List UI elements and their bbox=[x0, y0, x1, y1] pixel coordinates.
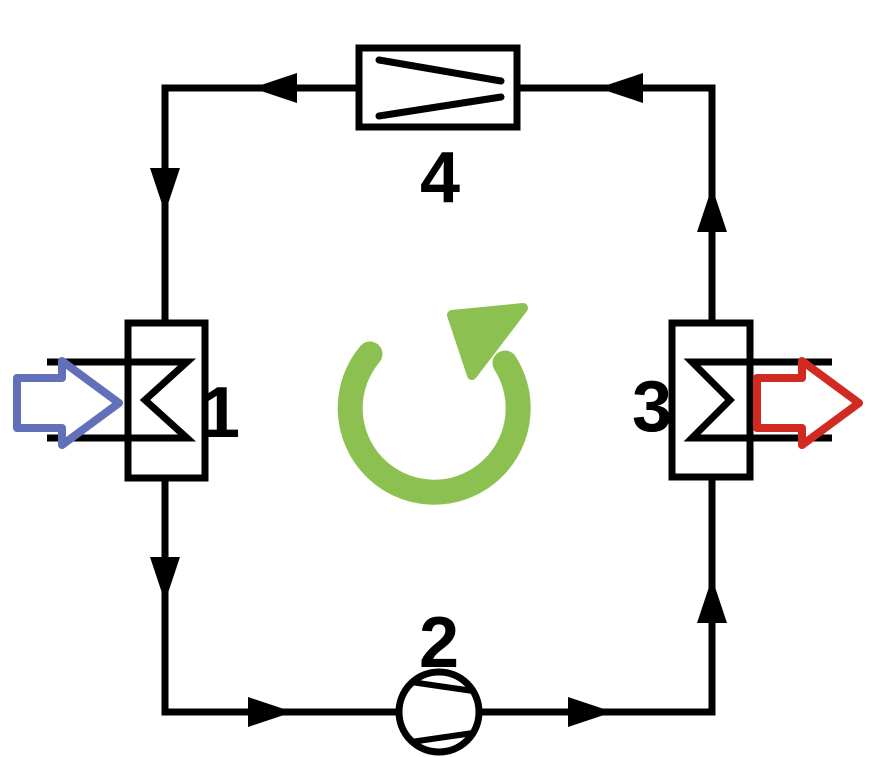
expansion-device-lower-vane-icon bbox=[375, 93, 505, 120]
heat-exchanger-left-box bbox=[124, 319, 209, 482]
heat-exchanger-right-coil-icon bbox=[683, 358, 832, 442]
cycle-arrow-arc bbox=[337, 341, 531, 505]
expansion-device-symbol bbox=[355, 44, 521, 131]
compressor-symbol bbox=[395, 668, 483, 756]
heat-exchanger-left-coil-icon bbox=[47, 358, 197, 442]
outlet-arrow-icon bbox=[753, 357, 863, 449]
flow-arrowhead-bottom-left-icon bbox=[248, 697, 293, 727]
cycle-direction-arrow-icon bbox=[337, 303, 531, 505]
heat-exchanger-right-box bbox=[668, 319, 754, 481]
flow-arrowhead-left-upper-icon bbox=[150, 168, 180, 213]
flow-arrowhead-bottom-right-icon bbox=[568, 697, 613, 727]
flow-arrowhead-right-lower-icon bbox=[697, 578, 727, 623]
heat-exchanger-right-symbol bbox=[668, 319, 832, 481]
expansion-device-upper-vane-icon bbox=[375, 56, 505, 85]
inlet-arrow-icon bbox=[13, 357, 123, 449]
compressor-upper-vane-icon bbox=[410, 679, 474, 694]
flow-arrowhead-top-right-icon bbox=[598, 73, 643, 103]
heat-exchanger-left-symbol bbox=[47, 319, 209, 482]
component-label-1: 1 bbox=[200, 373, 240, 453]
component-label-2: 2 bbox=[419, 603, 459, 683]
component-label-4: 4 bbox=[420, 138, 460, 218]
flow-arrowhead-right-upper-icon bbox=[697, 187, 727, 232]
compressor-lower-vane-icon bbox=[410, 730, 474, 745]
refrigerant-loop-line bbox=[161, 84, 716, 716]
flow-arrowhead-left-lower-icon bbox=[150, 557, 180, 602]
compressor-circle bbox=[395, 668, 483, 756]
flow-arrowhead-top-left-icon bbox=[252, 73, 297, 103]
cycle-arrow-head bbox=[447, 303, 528, 380]
component-label-3: 3 bbox=[632, 367, 672, 447]
